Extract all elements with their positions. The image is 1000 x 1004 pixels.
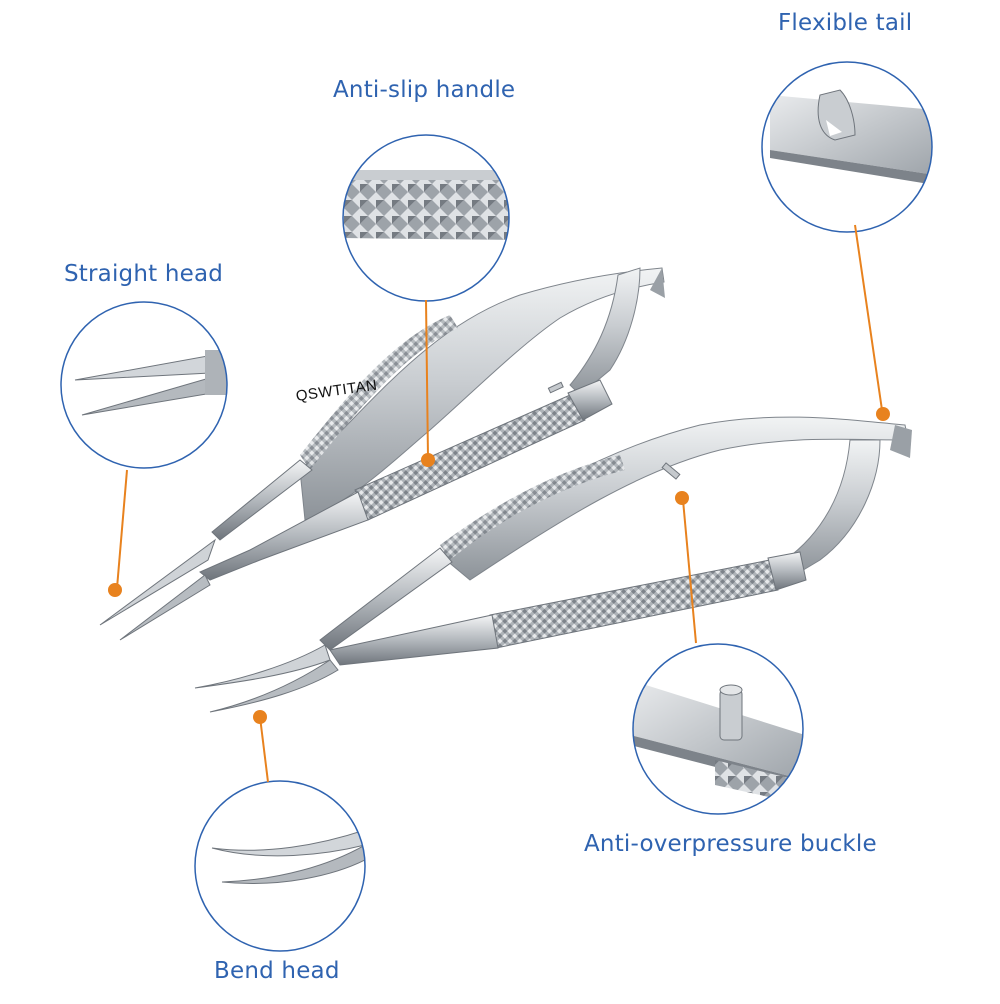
callout-anti-slip-handle [342, 134, 510, 302]
callout-anti-overpressure-buckle [632, 643, 804, 815]
label-flexible-tail: Flexible tail [778, 10, 913, 36]
straight-scissors [99, 267, 665, 641]
label-bend-head: Bend head [214, 958, 340, 984]
callout-flexible-tail [761, 61, 933, 233]
label-anti-overpressure-buckle: Anti-overpressure buckle [584, 831, 877, 857]
label-anti-slip-handle: Anti-slip handle [333, 77, 516, 103]
leader-dots [108, 407, 890, 724]
callout-bend-head [194, 780, 366, 952]
callout-straight-head [60, 301, 228, 469]
bend-scissors [194, 416, 912, 713]
label-straight-head: Straight head [64, 261, 224, 287]
leader-lines [116, 224, 883, 783]
